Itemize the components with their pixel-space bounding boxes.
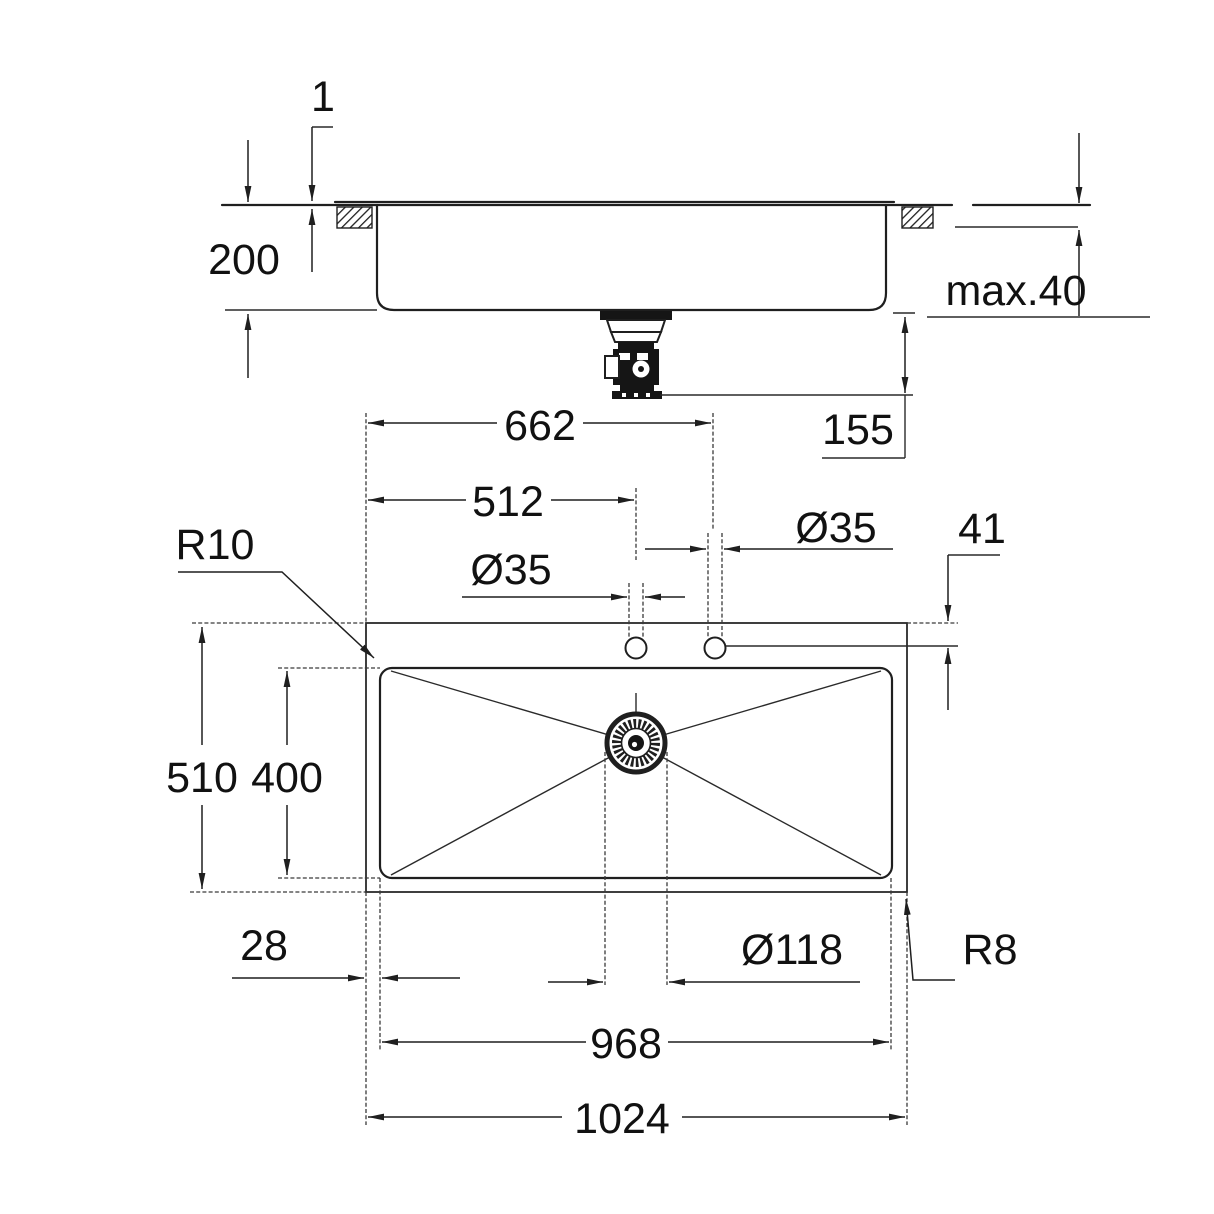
plan-view: 662 512 Ø35 Ø35 41 R bbox=[166, 402, 1017, 1143]
dim-drain-clearance-155: 155 bbox=[660, 312, 915, 459]
dim-label-512: 512 bbox=[472, 478, 544, 526]
dim-label-o35-right: Ø35 bbox=[795, 504, 876, 552]
dim-label-r10: R10 bbox=[176, 521, 255, 569]
dim-41: 41 bbox=[944, 505, 1006, 710]
dim-510: 510 bbox=[166, 627, 238, 889]
dim-label-28: 28 bbox=[240, 922, 288, 970]
dim-label-662: 662 bbox=[504, 402, 576, 450]
dim-drain-diameter: Ø118 bbox=[548, 926, 860, 986]
dim-label-41: 41 bbox=[958, 505, 1006, 553]
dim-28: 28 bbox=[232, 922, 460, 982]
drain-assembly-section bbox=[600, 311, 672, 399]
dim-r8: R8 bbox=[903, 898, 1018, 981]
drain-strainer-plan bbox=[604, 693, 668, 775]
dim-label-968: 968 bbox=[590, 1020, 662, 1068]
extension-lines bbox=[190, 413, 958, 1125]
dim-label-1024: 1024 bbox=[574, 1095, 670, 1143]
dim-r10: R10 bbox=[176, 521, 375, 659]
dim-countertop-thickness: max.40 bbox=[927, 133, 1150, 318]
dim-label-1: 1 bbox=[311, 73, 335, 121]
dim-label-155: 155 bbox=[822, 406, 894, 454]
dim-400: 400 bbox=[251, 671, 323, 875]
dim-bowl-depth-200: 200 bbox=[208, 140, 280, 378]
bowl-plan-edge bbox=[378, 666, 894, 880]
corner-diagonals bbox=[390, 670, 882, 876]
dim-968: 968 bbox=[382, 1020, 889, 1068]
mounting-clip-left bbox=[336, 206, 373, 229]
dim-hole-right-diameter: Ø35 bbox=[645, 504, 893, 553]
dim-512: 512 bbox=[368, 478, 634, 526]
mounting-clip-right bbox=[901, 206, 934, 229]
dim-hole-left-diameter: Ø35 bbox=[462, 546, 685, 601]
dim-rim-height: 1 bbox=[308, 73, 335, 272]
tap-hole-right bbox=[703, 636, 727, 660]
sink-plan-outer-edge bbox=[365, 622, 908, 893]
dim-label-200: 200 bbox=[208, 236, 280, 284]
dim-label-max40: max.40 bbox=[945, 267, 1086, 315]
dim-label-o118: Ø118 bbox=[741, 926, 843, 974]
dim-label-510: 510 bbox=[166, 754, 238, 802]
sink-section-outline bbox=[375, 203, 888, 312]
dim-label-r8: R8 bbox=[963, 926, 1018, 974]
tap-hole-left bbox=[624, 636, 648, 660]
dim-662: 662 bbox=[368, 402, 711, 450]
dim-label-400: 400 bbox=[251, 754, 323, 802]
section-view: 1 200 max.40 155 bbox=[208, 73, 1150, 459]
dim-label-o35-left: Ø35 bbox=[470, 546, 551, 594]
dim-1024: 1024 bbox=[368, 1095, 905, 1143]
